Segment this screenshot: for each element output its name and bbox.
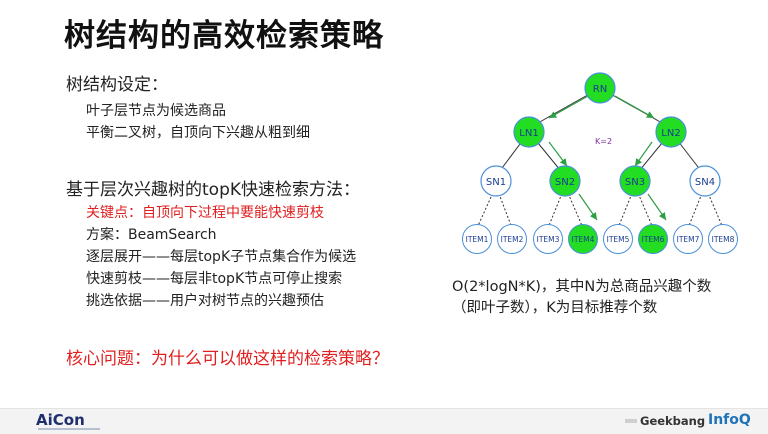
section2-item-1: 方案：BeamSearch: [86, 227, 217, 243]
complexity-note-line2: （即叶子数），K为目标推荐个数: [452, 300, 658, 316]
key-point: 关键点：自顶向下过程中要能快速剪枝: [86, 205, 324, 221]
leaf-item4-label: ITEM4: [572, 235, 595, 244]
core-question: 核心问题：为什么可以做这样的检索策略？: [66, 349, 389, 369]
section2-item-4: 挑选依据——用户对树节点的兴趣预估: [86, 293, 324, 309]
arrow-rn-ln2: [614, 95, 655, 119]
leaf-item2: [497, 224, 527, 254]
node-sn2-label: SN2: [555, 177, 575, 188]
leaf-item1-label: ITEM1: [466, 235, 489, 244]
arrow-ln1-sn2: [548, 141, 568, 167]
section2-item-3: 快速剪枝——每层非topK节点可停止搜索: [86, 271, 343, 287]
k-annotation: K=2: [595, 137, 612, 146]
edge-sn2-item3: [547, 185, 566, 229]
arrow-sn2-item4: [578, 193, 598, 221]
leaf-item3: [533, 224, 563, 254]
node-sn4: [689, 165, 721, 197]
geekbang-logo: Geekbang: [640, 414, 706, 428]
node-ln1-label: LN1: [519, 128, 538, 139]
leaf-item3-label: ITEM3: [537, 235, 560, 244]
leaf-item6: [638, 224, 668, 254]
edge-sn4-item7: [687, 185, 706, 229]
leaf-item2-label: ITEM2: [501, 235, 524, 244]
arrow-ln2-sn3: [634, 141, 653, 167]
section1-item-1: 叶子层节点为候选商品: [86, 103, 226, 119]
leaf-item5-label: ITEM5: [607, 235, 630, 244]
slide-title: 树结构的高效检索策略: [64, 18, 384, 54]
node-sn3: [619, 165, 651, 197]
node-sn4-label: SN4: [695, 177, 715, 188]
leaf-item5: [603, 224, 633, 254]
section1-item-2: 平衡二叉树，自顶向下兴趣从粗到细: [86, 125, 310, 141]
node-rn: [584, 72, 616, 104]
node-sn2: [549, 165, 581, 197]
footer-bar: AiCon Geekbang InfoQ: [0, 408, 768, 434]
aicon-logo-tagline: [38, 428, 100, 430]
tree-diagram: K=2 RN LN1 LN2 SN1 SN2 SN3 SN4 ITEM1 ITE…: [462, 72, 738, 254]
section2-heading: 基于层次兴趣树的topK快速检索方法：: [66, 180, 361, 200]
arrow-sn3-item6: [647, 193, 667, 221]
aicon-logo: AiCon: [36, 411, 85, 429]
section1-heading: 树结构设定：: [66, 75, 168, 95]
leaf-item4: [568, 224, 598, 254]
section2-item-2: 逐层展开——每层topK子节点集合作为候选: [86, 249, 357, 265]
infoq-logo: InfoQ: [708, 412, 751, 428]
sponsor-mark: [625, 419, 637, 423]
node-rn-label: RN: [593, 84, 607, 95]
node-sn1-label: SN1: [486, 177, 506, 188]
leaf-item1: [462, 224, 492, 254]
complexity-note-line1: O(2*logN*K)，其中N为总商品兴趣个数: [452, 279, 712, 295]
edge-sn1-item2: [495, 185, 513, 229]
edge-sn3-item5: [617, 185, 636, 229]
leaf-item8: [708, 224, 738, 254]
leaf-item8-label: ITEM8: [712, 235, 735, 244]
node-ln1: [513, 116, 545, 148]
node-ln2: [655, 116, 687, 148]
node-ln2-label: LN2: [661, 128, 680, 139]
leaf-item6-label: ITEM6: [642, 235, 665, 244]
node-sn1: [480, 165, 512, 197]
node-sn3-label: SN3: [625, 177, 645, 188]
leaf-item7-label: ITEM7: [677, 235, 700, 244]
arrow-rn-ln1: [548, 95, 589, 119]
leaf-item7: [673, 224, 703, 254]
